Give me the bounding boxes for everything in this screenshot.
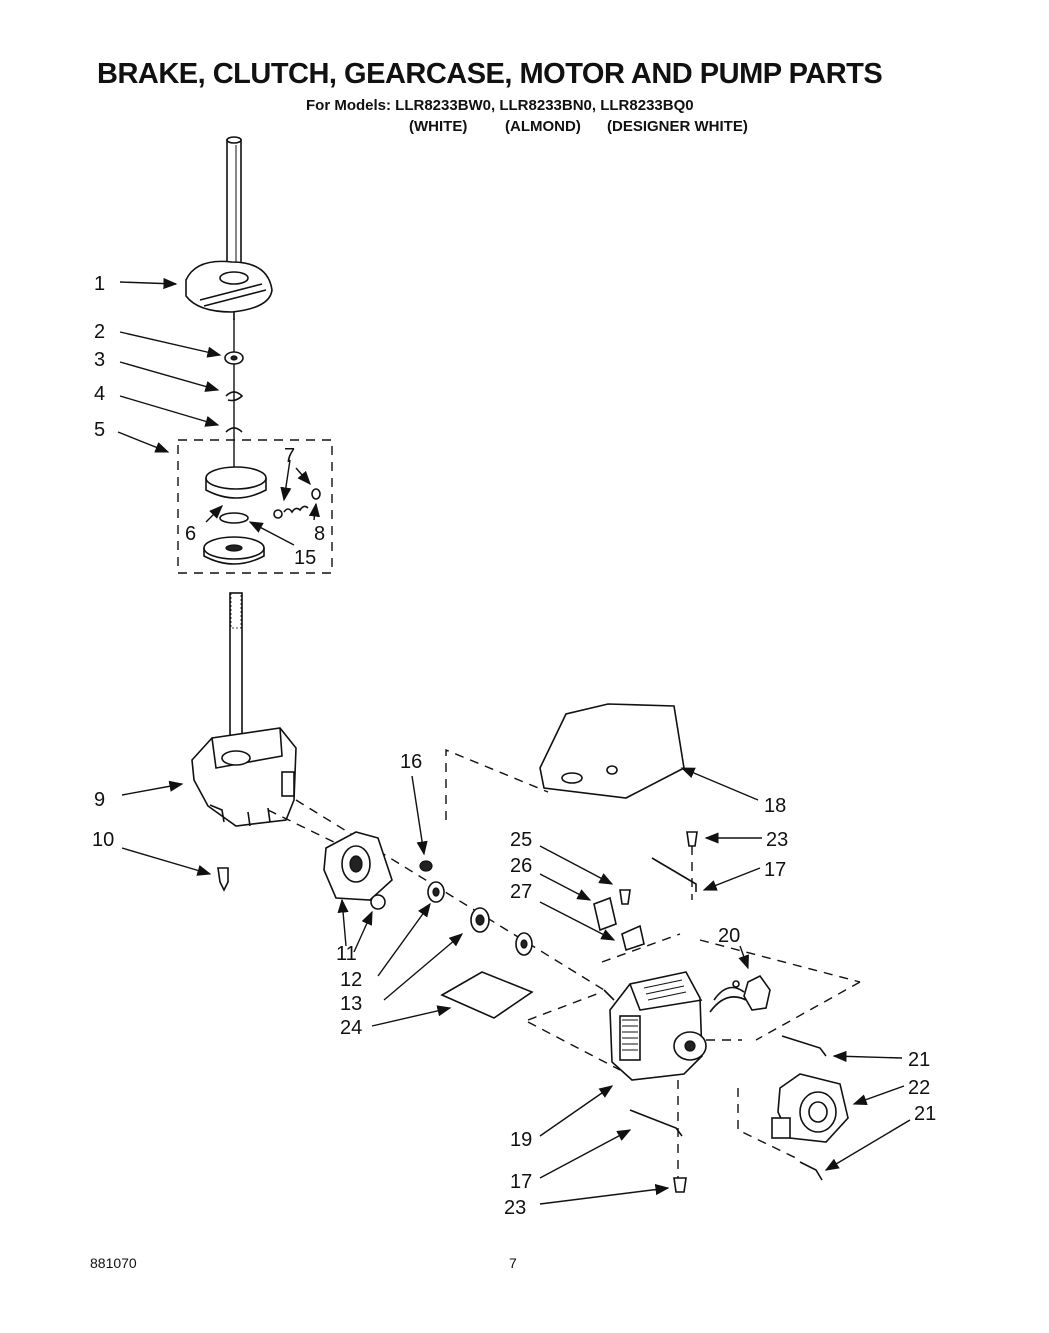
callout-25: 25 <box>510 829 532 851</box>
callout-7: 7 <box>284 445 295 467</box>
callout-17-lower: 17 <box>510 1171 532 1193</box>
callout-15: 15 <box>294 547 316 569</box>
callout-22: 22 <box>908 1077 930 1099</box>
page-title: BRAKE, CLUTCH, GEARCASE, MOTOR AND PUMP … <box>97 58 883 90</box>
color-designer-white: (DESIGNER WHITE) <box>607 118 748 135</box>
callout-3: 3 <box>94 349 105 371</box>
callout-12: 12 <box>340 969 362 991</box>
gearcase-part-9 <box>191 727 297 827</box>
screw-part-25 <box>619 889 631 905</box>
switch-part-20 <box>709 974 771 1013</box>
pump-part-22 <box>771 1073 849 1143</box>
clip-part-21-upper <box>781 1035 827 1057</box>
callout-19: 19 <box>510 1129 532 1151</box>
coupling-part-13 <box>470 907 490 933</box>
callout-16: 16 <box>400 751 422 773</box>
screw-part-23-bottom <box>673 1177 687 1193</box>
bushing-part-11 <box>370 894 386 910</box>
color-white: (WHITE) <box>409 118 468 135</box>
star-washer-part-15 <box>219 512 249 524</box>
callout-21-upper: 21 <box>908 1049 930 1071</box>
callout-23-bottom: 23 <box>504 1197 526 1219</box>
clip-part-17-upper <box>651 857 697 892</box>
diagram-code: 881070 <box>90 1255 137 1271</box>
clip-part-21-lower <box>799 1161 823 1181</box>
callout-26: 26 <box>510 855 532 877</box>
callout-4: 4 <box>94 383 105 405</box>
callout-labels: 1 2 3 4 5 6 7 8 15 9 10 16 18 23 25 26 2… <box>92 273 936 1219</box>
motor-part-19 <box>603 971 707 1081</box>
callout-17-upper: 17 <box>764 859 786 881</box>
callout-5: 5 <box>94 419 105 441</box>
screw-part-10 <box>217 867 229 892</box>
callout-20: 20 <box>718 925 740 947</box>
callout-18: 18 <box>764 795 786 817</box>
brake-band-part-6 <box>205 466 267 499</box>
callout-10: 10 <box>92 829 114 851</box>
models-line: For Models: LLR8233BW0, LLR8233BN0, LLR8… <box>306 97 694 114</box>
upper-shaft <box>226 136 242 281</box>
callout-9: 9 <box>94 789 105 811</box>
shield-part-18 <box>539 703 685 799</box>
brake-drum <box>203 536 265 565</box>
brake-cam-part-1 <box>185 260 273 320</box>
callout-11: 11 <box>336 943 357 965</box>
clip-part-17-lower <box>629 1109 683 1137</box>
screw-part-23-top <box>686 831 698 847</box>
spring-part-7-8 <box>273 488 321 519</box>
coupling-part-12 <box>427 881 445 903</box>
callout-1: 1 <box>94 273 105 295</box>
callout-24: 24 <box>340 1017 362 1039</box>
clip-part-4 <box>225 427 243 433</box>
ring-part-3 <box>225 391 244 402</box>
callout-13: 13 <box>340 993 362 1015</box>
pad-part-24 <box>440 971 534 1019</box>
page-number: 7 <box>509 1255 517 1271</box>
callout-8: 8 <box>314 523 325 545</box>
capacitor-part-26 <box>593 896 617 932</box>
leader-lines <box>117 277 911 1205</box>
lower-shaft <box>229 592 243 744</box>
callout-6: 6 <box>185 523 196 545</box>
callout-21-lower: 21 <box>914 1103 936 1125</box>
callout-23-top: 23 <box>766 829 788 851</box>
nut-part-16 <box>419 860 433 872</box>
mounting-plate <box>323 831 393 901</box>
callout-2: 2 <box>94 321 105 343</box>
clamp-part-27 <box>621 924 645 952</box>
color-almond: (ALMOND) <box>505 118 581 135</box>
callout-27: 27 <box>510 881 532 903</box>
